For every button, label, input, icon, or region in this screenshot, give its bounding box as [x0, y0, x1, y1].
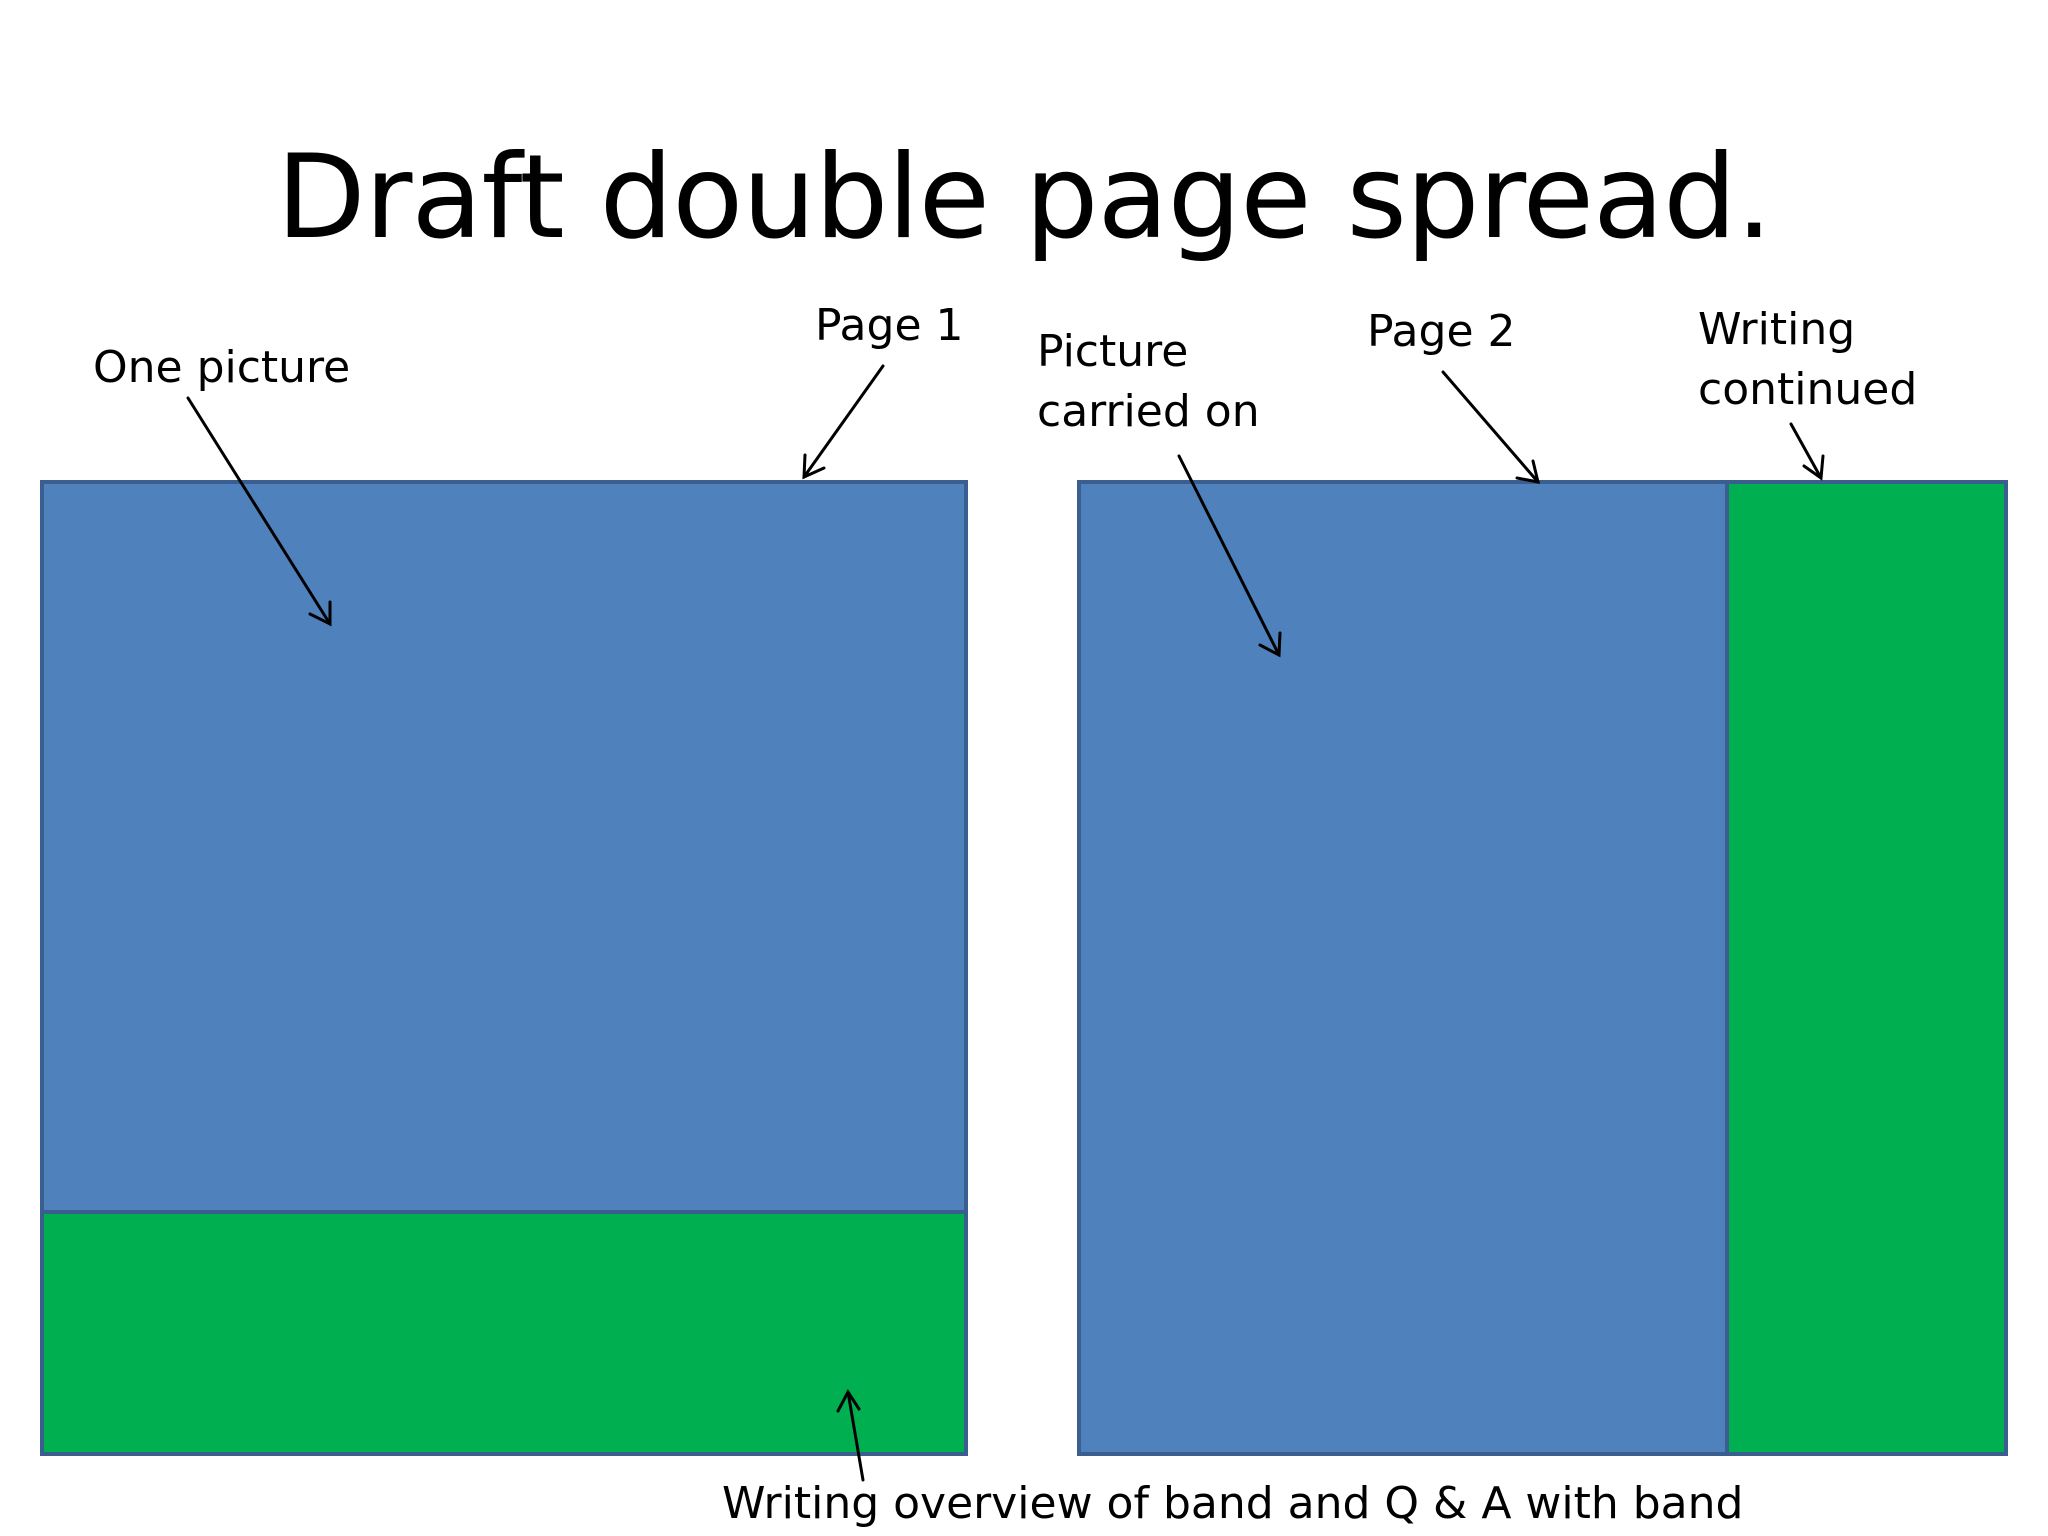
- slide-title: Draft double page spread.: [276, 130, 1772, 265]
- page-2-picture-area: [1077, 480, 1729, 1456]
- page-2-label: Page 2: [1367, 306, 1516, 357]
- page-1-picture-area: [40, 480, 968, 1214]
- page-2-writing-area: [1725, 480, 2008, 1456]
- page-1-writing-area: [40, 1210, 968, 1456]
- one-picture-label: One picture: [93, 342, 351, 393]
- picture-carried-on-label: Picture carried on: [1037, 326, 1260, 437]
- page-1-label: Page 1: [815, 300, 964, 351]
- arrow-page-2: [1441, 370, 1540, 484]
- arrow-writing-continued: [1789, 422, 1825, 481]
- writing-continued-label: Writing continued: [1698, 304, 1918, 415]
- arrow-page-1: [802, 364, 885, 480]
- page-1-writing-label: Writing overview of band and Q & A with …: [722, 1478, 1744, 1529]
